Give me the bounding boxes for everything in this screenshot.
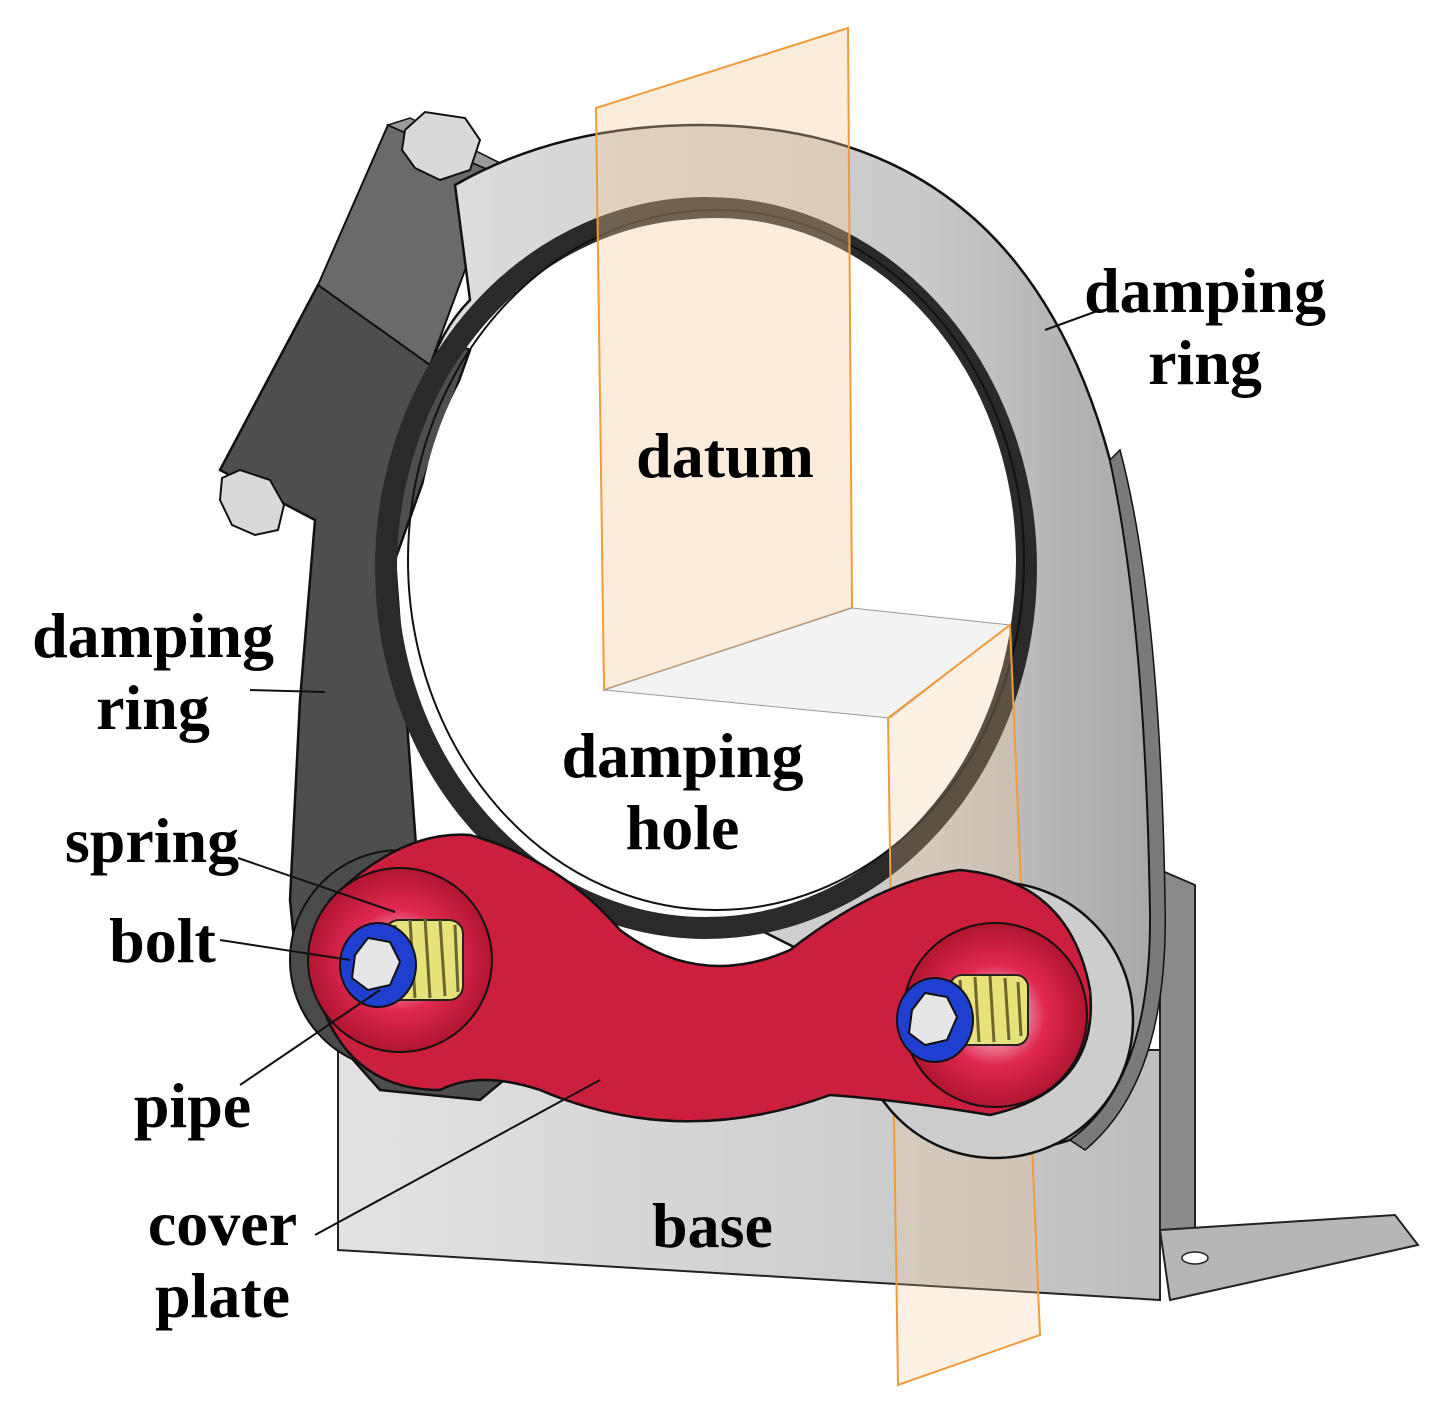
label-datum: datum <box>636 420 814 491</box>
damping-hole <box>416 218 1016 902</box>
datum-plane <box>594 26 1042 1387</box>
label-bolt: bolt <box>109 905 216 976</box>
bolt-right <box>896 977 974 1063</box>
leader-lines <box>219 309 1101 1236</box>
label-damping-ring-left: damping ring <box>32 600 274 743</box>
label-base: base <box>652 1190 773 1261</box>
label-damping-hole: damping hole <box>561 720 804 863</box>
label-cover-plate: cover plate <box>147 1188 298 1331</box>
label-spring: spring <box>64 805 240 876</box>
label-pipe: pipe <box>133 1070 252 1141</box>
label-damping-ring-right: damping ring <box>1084 255 1326 398</box>
bolt-left <box>339 922 417 1008</box>
